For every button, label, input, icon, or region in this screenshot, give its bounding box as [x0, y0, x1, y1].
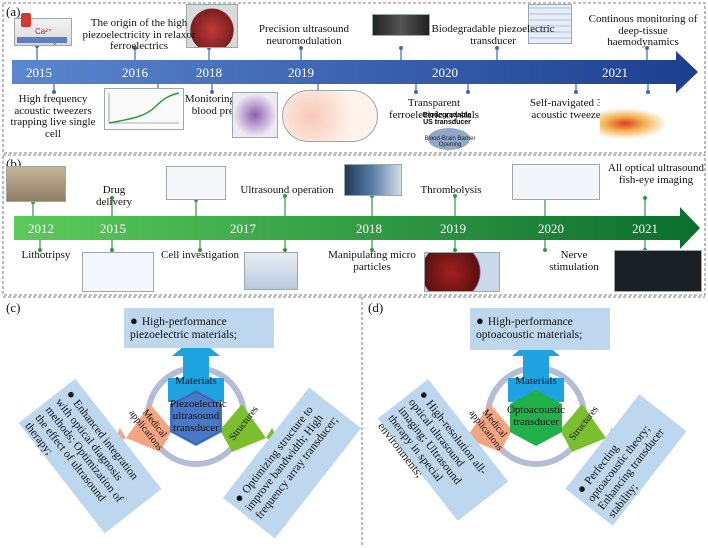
- thumb-fisheye-imaging: [614, 250, 702, 292]
- label-2019-neuromodulation: Precision ultrasound neuromodulation: [258, 23, 350, 47]
- year-b-2020: 2020: [538, 221, 564, 236]
- seg-c-materials: Materials: [175, 375, 217, 387]
- label-2020-biodegradable: Biodegradable piezoelectric transducer: [431, 23, 555, 47]
- timeline-arrow-b: [14, 207, 700, 249]
- thumb-piezo-curve: [104, 88, 184, 130]
- label-2016-relaxor: The origin of the high piezoelectricity …: [82, 17, 196, 53]
- label-biodegradable-us: Biodegradable US transducer: [422, 112, 472, 126]
- thumb-thrombolysis: [424, 252, 500, 292]
- label-b-cell-investigation: Cell investigation: [161, 249, 239, 261]
- thumb-neuron-diagram: [282, 90, 378, 142]
- label-2018-blood-pressure: Monitoring of the blood pressure: [184, 93, 264, 117]
- hub-d-label: Optoacoustic transducer: [506, 404, 566, 429]
- year-b-2015: 2015: [100, 221, 126, 236]
- year-b-2021: 2021: [632, 221, 658, 236]
- label-2020-ferroelectric: Transparent ferroelectric crystals: [388, 97, 480, 121]
- panel-c-tag: (c): [6, 300, 21, 315]
- year-b-2012: 2012: [28, 221, 54, 236]
- thumb-lithotripsy: [6, 166, 66, 202]
- thumb-nerve-stimulation: [512, 164, 600, 200]
- label-2021-3d-tweezers: Self-navigated 3D acoustic tweezers: [529, 97, 611, 121]
- thumb-haemodynamics-map: [600, 96, 700, 142]
- thumb-self-navigated-tweezers: [528, 4, 572, 44]
- hub-c-label: Piezoelectric ultrasound transducer: [170, 398, 227, 435]
- thumb-ca-change: Ca²⁺ change: [14, 13, 72, 46]
- seg-d-materials: Materials: [515, 375, 557, 387]
- thumb-drug-delivery: [82, 252, 154, 292]
- box-d-materials: ●High-performance optoacoustic materials…: [470, 308, 610, 350]
- year-b-2018: 2018: [356, 221, 382, 236]
- label-b-micro-particles: Manipulating micro particles: [328, 249, 416, 273]
- panel-a-tag: (a): [6, 4, 21, 19]
- panel-d-tag: (d): [368, 300, 384, 315]
- label-b-fisheye: All optical ultrasound fish-eye imaging: [608, 162, 704, 186]
- thumb-cell-investigation: [166, 166, 226, 200]
- hub-d: [452, 336, 620, 467]
- panel-a-border: [2, 2, 706, 154]
- thumb-brain-focus: [232, 92, 278, 138]
- laser-icon: [21, 13, 31, 27]
- year-b-2019: 2019: [440, 221, 466, 236]
- year-a-2016: 2016: [122, 65, 148, 80]
- thumb-micro-particles: [344, 164, 402, 196]
- label-b-drug-delivery: Drug delivery: [95, 184, 133, 208]
- label-bbb: Blood-Brain Barrier Opening: [424, 136, 476, 148]
- bullet-icon: ●: [476, 313, 484, 328]
- panel-b-border: [2, 154, 706, 296]
- year-a-2020: 2020: [432, 65, 458, 80]
- label-b-thrombolysis: Thrombolysis: [420, 184, 482, 196]
- box-c-materials: ●High-performance piezoelectric material…: [124, 308, 274, 348]
- thumb-blood-pressure-device: [186, 4, 238, 48]
- label-b-lithotripsy: Lithotripsy: [21, 249, 71, 261]
- label-2021-haemodynamics: Continous monitoring of deep-tissue haem…: [588, 13, 698, 49]
- thumb-ultrasound-operation: [244, 252, 298, 290]
- label-b-ultrasound-operation: Ultrasound operation: [240, 184, 334, 196]
- year-a-2015: 2015: [26, 65, 52, 80]
- thumb-brain: [428, 128, 470, 150]
- year-b-2017: 2017: [230, 221, 256, 236]
- year-a-2021: 2021: [602, 65, 628, 80]
- label-b-nerve-stimulation: Nerve stimulation: [549, 249, 599, 273]
- year-a-2019: 2019: [288, 65, 314, 80]
- year-a-2018: 2018: [196, 65, 222, 80]
- bullet-icon: ●: [130, 313, 138, 328]
- thumb-transparent-crystal: [372, 14, 430, 36]
- label-2015-tweezers: High frequency acoustic tweezers trappin…: [10, 93, 96, 140]
- timeline-arrow-a: [12, 51, 698, 93]
